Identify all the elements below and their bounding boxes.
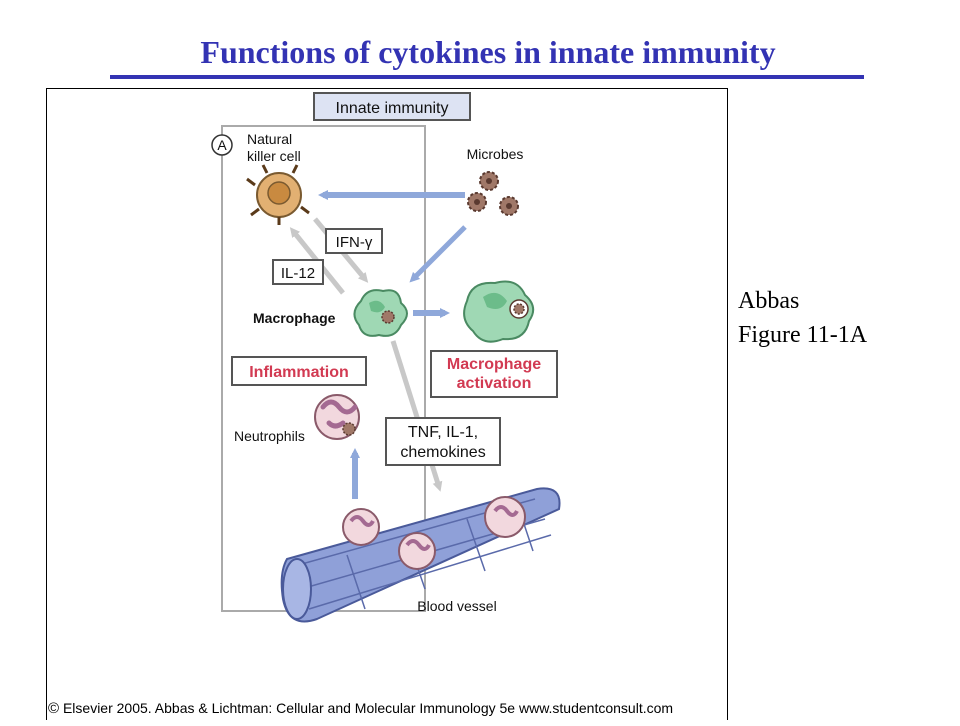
blood-vessel-label: Blood vessel (417, 598, 496, 614)
natural-killer-cell (246, 164, 310, 225)
ifn-gamma-box (325, 228, 383, 254)
activated-macrophage (463, 280, 535, 343)
tnf-label-line1: TNF, IL-1, (408, 424, 478, 441)
copyright-line: © Elsevier 2005. Abbas & Lichtman: Cellu… (48, 700, 673, 717)
innate-immunity-diagram: Innate immunity A Natural killer cell Mi… (211, 92, 561, 623)
slide-title: Functions of cytokines in innate immunit… (200, 34, 776, 70)
copyright-text: Elsevier 2005. Abbas & Lichtman: Cellula… (62, 700, 674, 716)
caption-author: Abbas (738, 288, 800, 314)
panel-letter: A (217, 137, 227, 153)
panel-letter-circle (211, 134, 233, 156)
inflammation-label: Inflammation (249, 364, 349, 381)
neutrophils-label: Neutrophils (234, 428, 305, 444)
macrophage-label: Macrophage (253, 310, 336, 326)
activation-label-line1: Macrophage (447, 356, 541, 373)
il12-label: IL-12 (281, 265, 315, 282)
figure-caption: Abbas Figure 11-1A (738, 284, 867, 352)
title-underline (110, 75, 864, 79)
microbes-label: Microbes (467, 146, 524, 162)
macrophage (353, 289, 408, 337)
tnf-box (385, 417, 501, 466)
copyright-symbol: © (48, 700, 60, 717)
header-label: Innate immunity (336, 100, 449, 117)
blood-vessel (280, 487, 561, 623)
caption-figure-number: Figure 11-1A (738, 322, 868, 348)
activation-label-line2: activation (457, 375, 532, 392)
microbes (467, 171, 519, 216)
arrow-microbes-to-macrophage (409, 225, 467, 283)
neutrophil (314, 394, 360, 440)
ifn-gamma-label: IFN-γ (336, 234, 373, 251)
tnf-label-line2: chemokines (400, 444, 485, 461)
macrophage-activation-box (430, 350, 558, 398)
figure-frame: Innate immunity A Natural killer cell Mi… (46, 88, 728, 720)
inflammation-box (231, 356, 367, 386)
nk-label-line2: killer cell (247, 148, 301, 164)
header-box (313, 92, 471, 121)
nk-label-line1: Natural (247, 131, 292, 147)
il12-box (272, 259, 324, 285)
